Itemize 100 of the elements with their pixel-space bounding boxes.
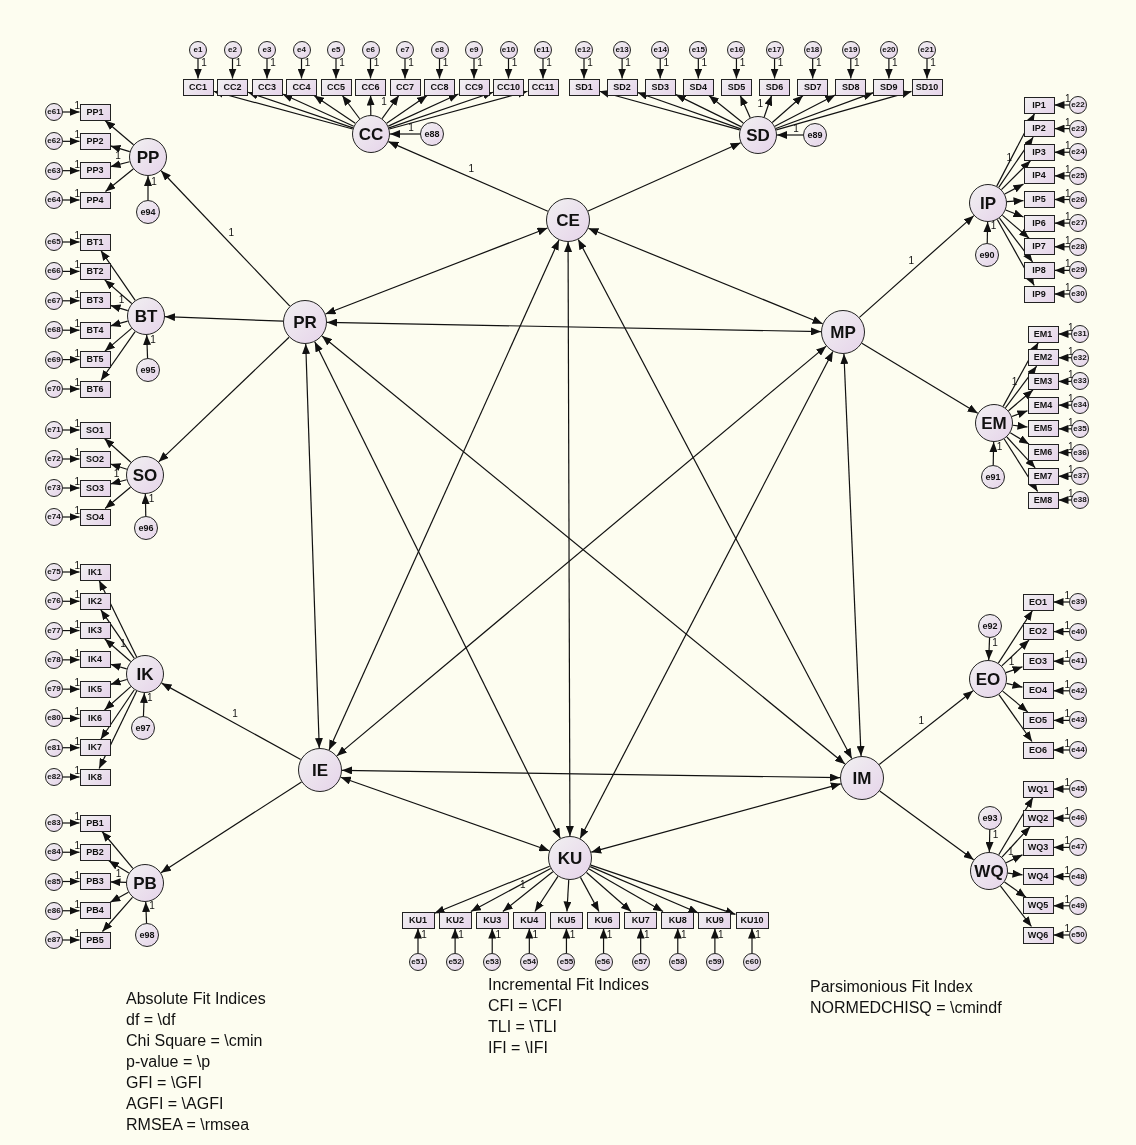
arrow [1004,365,1038,409]
path-coefficient-label: 1 [408,123,414,133]
fit-index-heading: Incremental Fit Indices [488,976,649,994]
error-term-circle: e88 [420,122,444,146]
fit-index-line: df = \df [126,1011,176,1029]
path-coefficient-label: 1 [992,638,998,648]
fit-index-line: p-value = \p [126,1053,211,1071]
indicator-box: KU2 [438,911,472,929]
arrow [109,677,128,686]
path-coefficient-label: 1 [74,189,81,199]
arrow [62,877,81,886]
path-coefficient-label: 1 [854,57,860,68]
double-headed-arrow [326,318,822,336]
indicator-box: IK1 [79,563,111,581]
arrow [1057,401,1072,410]
latent-variable-circle: PP [129,138,167,176]
path-coefficient-label: 1 [569,929,576,940]
indicator-box: IK5 [79,680,111,698]
arrow [158,336,290,463]
indicator-box: CC8 [424,78,455,96]
arrow [1052,872,1070,881]
path-coefficient-label: 1 [1064,283,1071,293]
path-coefficient-label: 1 [1064,188,1071,199]
arrow [62,773,81,781]
arrow [263,58,271,80]
double-headed-arrow [587,227,824,325]
arrow [341,94,361,120]
double-headed-arrow [340,776,550,852]
error-term-circle: e95 [136,358,160,382]
indicator-box: CC11 [527,78,559,96]
path-coefficient-label: 1 [681,929,687,940]
indicator-box: IK3 [79,622,111,640]
fit-index-line: AGFI = \AGFI [126,1095,224,1113]
path-coefficient-label: 1 [1064,235,1071,246]
arrow [579,876,600,913]
arrow [62,568,81,576]
path-coefficient-label: 1 [74,419,81,429]
arrow [62,296,81,305]
path-coefficient-label: 1 [74,707,81,718]
indicator-box: BT3 [79,292,111,310]
error-term-circle: e64 [45,191,63,209]
double-headed-arrow [314,341,561,839]
error-term-circle: e51 [409,953,427,971]
arrow [62,626,81,635]
indicator-box: EO3 [1022,652,1054,670]
error-term-circle: e21 [918,41,936,59]
arrow [998,217,1034,263]
path-coefficient-label: 1 [1064,739,1071,749]
arrow [100,609,135,659]
path-coefficient-label: 1 [74,159,81,170]
error-term-circle: e94 [136,200,160,224]
error-term-circle: e65 [45,233,63,251]
arrow [100,249,136,301]
arrow [139,692,148,717]
arrow [104,327,133,352]
arrow [989,441,998,466]
arrow [142,901,151,924]
error-term-circle: e70 [45,380,63,398]
arrow [247,91,354,129]
path-coefficient-label: 1 [442,57,449,68]
error-term-circle: e63 [45,161,63,180]
error-term-circle: e14 [651,41,670,59]
error-term-circle: e13 [613,41,632,59]
arrow [414,927,422,954]
path-coefficient-label: 1 [532,929,539,940]
error-term-circle: e42 [1069,681,1087,700]
path-coefficient-label: 1 [74,736,81,747]
arrow [62,484,81,492]
indicator-box: IP4 [1023,167,1055,185]
error-term-circle: e31 [1071,325,1089,343]
arrow [1052,814,1070,823]
error-term-circle: e12 [575,41,593,59]
indicator-box: SD2 [606,78,638,96]
arrow [143,334,152,359]
indicator-box: EM1 [1027,325,1059,343]
error-term-circle: e75 [45,563,63,581]
arrow [144,175,152,201]
error-term-circle: e78 [45,650,63,669]
error-term-circle: e44 [1069,741,1087,759]
path-coefficient-label: 1 [304,57,311,68]
path-coefficient-label: 1 [120,639,126,650]
arrow [1052,598,1070,606]
arrow [1052,746,1070,754]
indicator-box: CC9 [458,78,490,96]
double-headed-arrow [564,241,574,837]
arrow [194,58,202,80]
indicator-box: PB3 [79,873,111,890]
arrow [923,58,931,80]
latent-variable-circle: IM [840,756,884,800]
indicator-box: IK2 [79,592,111,610]
arrow [1052,716,1070,725]
error-term-circle: e6 [361,41,380,59]
error-term-circle: e80 [45,709,63,728]
arrow [588,868,664,913]
path-coefficient-label: 1 [739,57,746,68]
path-coefficient-label: 1 [1064,94,1071,104]
arrow [1053,171,1070,180]
indicator-box: EM5 [1027,420,1059,438]
arrow [109,891,129,903]
error-term-circle: e1 [189,41,207,59]
